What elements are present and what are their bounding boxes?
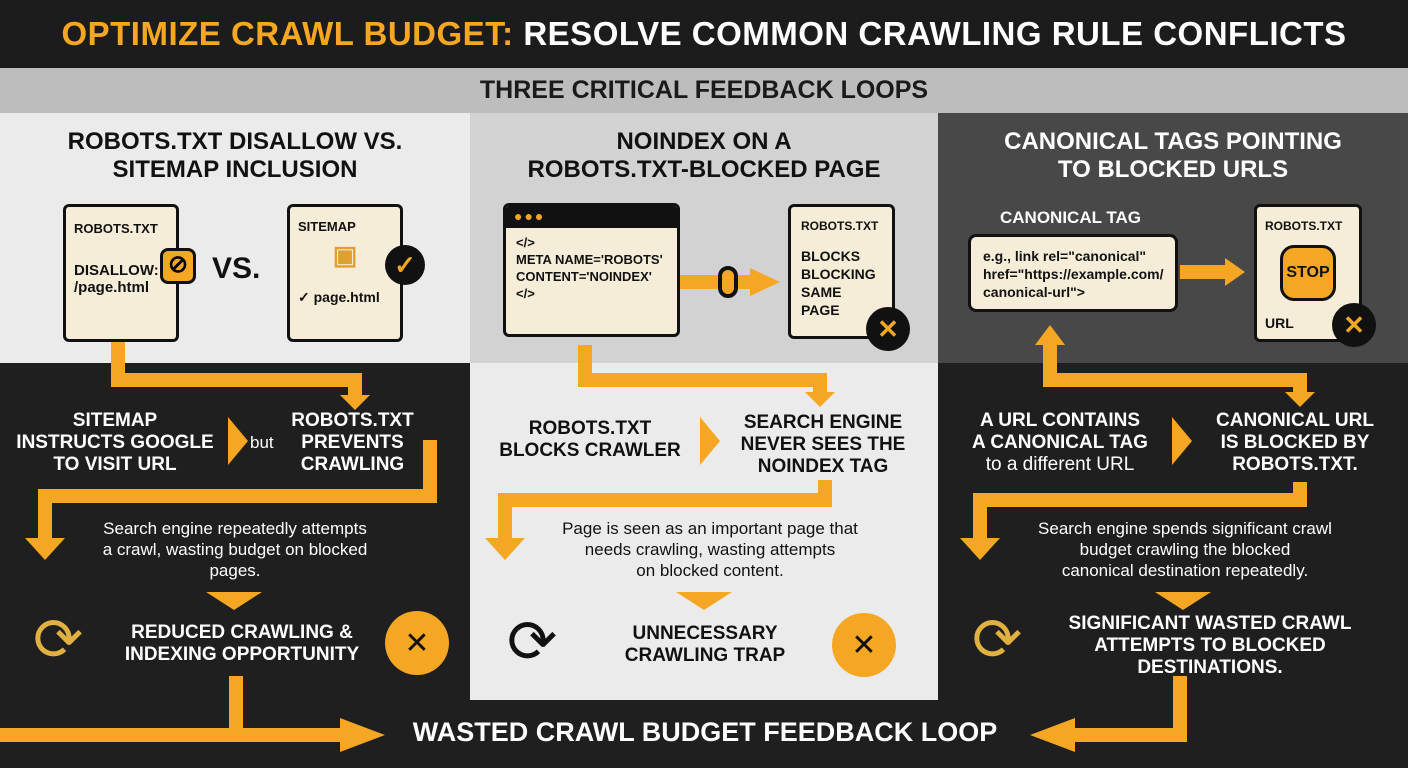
but-label: but [250,433,274,452]
chevron-right-icon [700,417,720,465]
subtitle: THREE CRITICAL FEEDBACK LOOPS [0,68,1408,113]
sitemap-tree-icon: ▣ [332,240,358,270]
canonical-tag-box: e.g., link rel="canonical"href="https://… [968,234,1178,312]
footer-banner: WASTED CRAWL BUDGET FEEDBACK LOOP [412,717,998,747]
cycle-icon: ⟳ [972,606,1023,673]
check-icon: ✓ [385,245,425,285]
window-dots-icon: ●●● [506,206,677,228]
arrow-col1-top [111,340,362,395]
stop-sign-icon: STOP [1280,245,1336,301]
money-bag-icon: ✕ [385,611,449,675]
browser-code-window: ●●● </>META NAME='ROBOTS'CONTENT='NOINDE… [503,203,680,337]
robots-doc: ROBOTS.TXT DISALLOW: /page.html [63,204,179,342]
x-icon: ✕ [866,307,910,351]
arrow-col1-footer [229,676,355,742]
arrow-col2-loop [498,480,832,540]
col1-heading: ROBOTS.TXT DISALLOW VS.SITEMAP INCLUSION [67,128,403,183]
chevron-right-icon [1172,417,1192,465]
down-arrow-icon [206,592,262,610]
arrow-col3-footer [1060,676,1187,742]
col1-outcome: REDUCED CRAWLING &INDEXING OPPORTUNITY [124,622,360,665]
sitemap-doc: SITEMAP ▣ ✓ page.html [287,204,403,342]
chevron-right-icon [228,417,248,465]
x-icon: ✕ [1332,303,1376,347]
cycle-icon: ⟳ [33,606,84,673]
blocked-icon: ⊘ [160,248,196,284]
arrow-col2-top [578,345,827,392]
down-arrow-icon [1155,592,1211,610]
page-title: OPTIMIZE CRAWL BUDGET: RESOLVE COMMON CR… [0,0,1408,68]
vs-label: VS. [212,252,261,285]
money-bag-icon: ✕ [832,613,896,677]
arrow-col3-top [1043,340,1307,392]
arrow-col1-loop [38,440,437,540]
down-arrow-icon [676,592,732,610]
canonical-tag-label: CANONICAL TAG [1000,208,1142,227]
arrow-col3-loop [973,482,1307,540]
cycle-icon: ⟳ [507,608,558,675]
chain-link-icon [718,266,738,298]
